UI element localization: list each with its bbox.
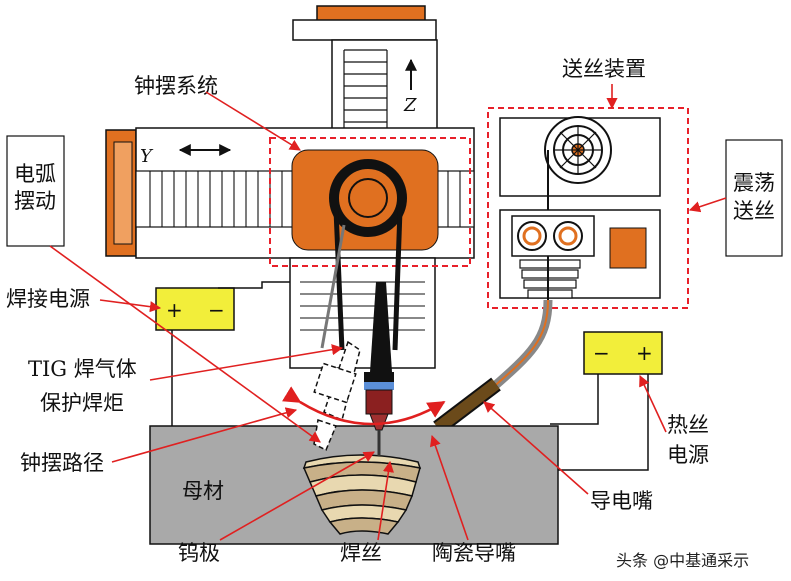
y-axis-label: Y	[140, 146, 154, 167]
pendulum-system	[269, 137, 471, 351]
z-axis-column: Z	[292, 5, 438, 133]
pendulum-path-arc	[281, 386, 446, 426]
label-wire-feeder: 送丝装置	[562, 57, 646, 81]
leader-arrows	[49, 84, 727, 541]
label-arc-swing-1: 电弧	[14, 162, 56, 186]
svg-text:−: −	[593, 341, 610, 365]
label-ceramic-nozzle: 陶瓷导嘴	[432, 541, 516, 565]
label-contact-tip: 导电嘴	[590, 489, 653, 513]
feed-roller-left	[517, 221, 547, 251]
label-hot-wire-power-1: 热丝	[667, 413, 709, 437]
z-axis-label: Z	[403, 95, 417, 116]
svg-text:+: +	[636, 341, 653, 365]
label-hot-wire-power-2: 电源	[667, 443, 709, 467]
wiring	[171, 281, 649, 471]
lower-post	[289, 257, 436, 369]
svg-text:−: −	[208, 298, 225, 322]
label-tig-1: TIG 焊气体	[28, 357, 137, 381]
label-welding-power: 焊接电源	[6, 287, 90, 311]
label-tig-2: 保护焊炬	[40, 391, 124, 415]
label-arc-swing-2: 摆动	[14, 189, 56, 213]
pendulum-pivot-ring	[329, 159, 407, 237]
feed-roller-right	[553, 221, 583, 251]
arc-swing-box	[6, 135, 65, 247]
wire-conduit	[487, 299, 553, 394]
weld-beads	[302, 454, 422, 535]
wire-feeder	[487, 107, 689, 309]
label-pendulum-path: 钟摆路径	[20, 451, 104, 475]
welding-power-supply: + −	[155, 287, 235, 331]
label-vibrating-feed-1: 震荡	[733, 171, 775, 195]
label-pendulum-system: 钟摆系统	[134, 74, 218, 98]
label-filler-wire: 焊丝	[340, 541, 382, 565]
feeder-motor-block	[609, 227, 647, 269]
label-vibrating-feed-2: 送丝	[733, 199, 775, 223]
watermark: 头条 @中基通采示	[616, 551, 749, 570]
label-base-metal: 母材	[182, 479, 224, 503]
y-rail-slats	[149, 171, 461, 227]
vibrating-feed-box	[725, 139, 783, 257]
z-rail-slats	[343, 49, 388, 128]
label-tungsten: 钨极	[178, 541, 220, 565]
svg-text:+: +	[166, 298, 183, 322]
hot-wire-power-supply: − +	[583, 331, 663, 375]
